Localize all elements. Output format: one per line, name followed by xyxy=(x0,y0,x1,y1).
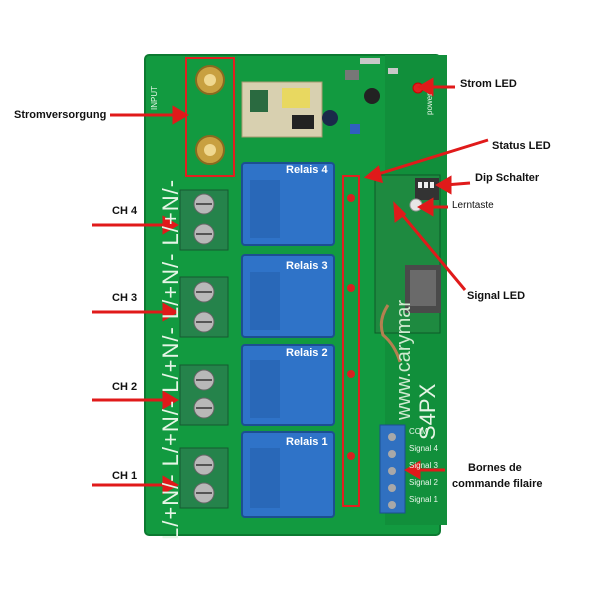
board-side-print: L/+N/- L/+N/- L/+N/- L/+N/- L/+N/- xyxy=(158,178,183,540)
relay-1-label: Relais 1 xyxy=(286,436,328,448)
signal1-terminal-label: Signal 1 xyxy=(409,495,438,504)
relay-1 xyxy=(241,431,335,518)
relay-2-label: Relais 2 xyxy=(286,347,328,359)
callout-ch1: CH 1 xyxy=(112,470,138,482)
callout-stromversorgung: Stromversorgung xyxy=(14,109,107,121)
callout-ch3: CH 3 xyxy=(112,292,138,304)
callout-lerntaste: Lerntaste xyxy=(452,200,494,211)
relay-3 xyxy=(241,254,335,338)
terminal-ch2 xyxy=(179,364,229,426)
signal4-terminal-label: Signal 4 xyxy=(409,444,438,453)
power-module xyxy=(241,81,338,138)
power-terminal-posts xyxy=(185,57,235,177)
callout-dip-schalter: Dip Schalter xyxy=(475,172,540,184)
relay-3-label: Relais 3 xyxy=(286,260,328,272)
callout-ch4: CH 4 xyxy=(112,205,138,217)
relay-2 xyxy=(241,344,335,426)
callout-strom-led: Strom LED xyxy=(460,78,517,90)
status-led-column xyxy=(342,175,360,507)
board-power-print: power xyxy=(425,93,434,115)
callout-bornes-line2: commande filaire xyxy=(452,478,543,490)
relay-4 xyxy=(241,162,335,246)
terminal-ch1 xyxy=(179,447,229,509)
callout-bornes-line1: Bornes de xyxy=(468,462,522,474)
board-input-print: INPUT xyxy=(150,86,159,110)
board-www-print: www.carymar xyxy=(393,299,415,420)
wired-control-terminal xyxy=(379,424,406,514)
callout-status-led: Status LED xyxy=(492,140,551,152)
relay-4-label: Relais 4 xyxy=(286,164,328,176)
callout-arrows xyxy=(92,77,489,495)
signal2-terminal-label: Signal 2 xyxy=(409,478,438,487)
callout-ch2: CH 2 xyxy=(112,381,138,393)
callout-signal-led: Signal LED xyxy=(467,290,526,302)
terminal-ch3 xyxy=(179,276,229,338)
signal3-terminal-label: Signal 3 xyxy=(409,461,438,470)
com-terminal-label: COM xyxy=(409,427,428,436)
top-components xyxy=(345,58,424,134)
terminal-ch4 xyxy=(179,189,229,251)
